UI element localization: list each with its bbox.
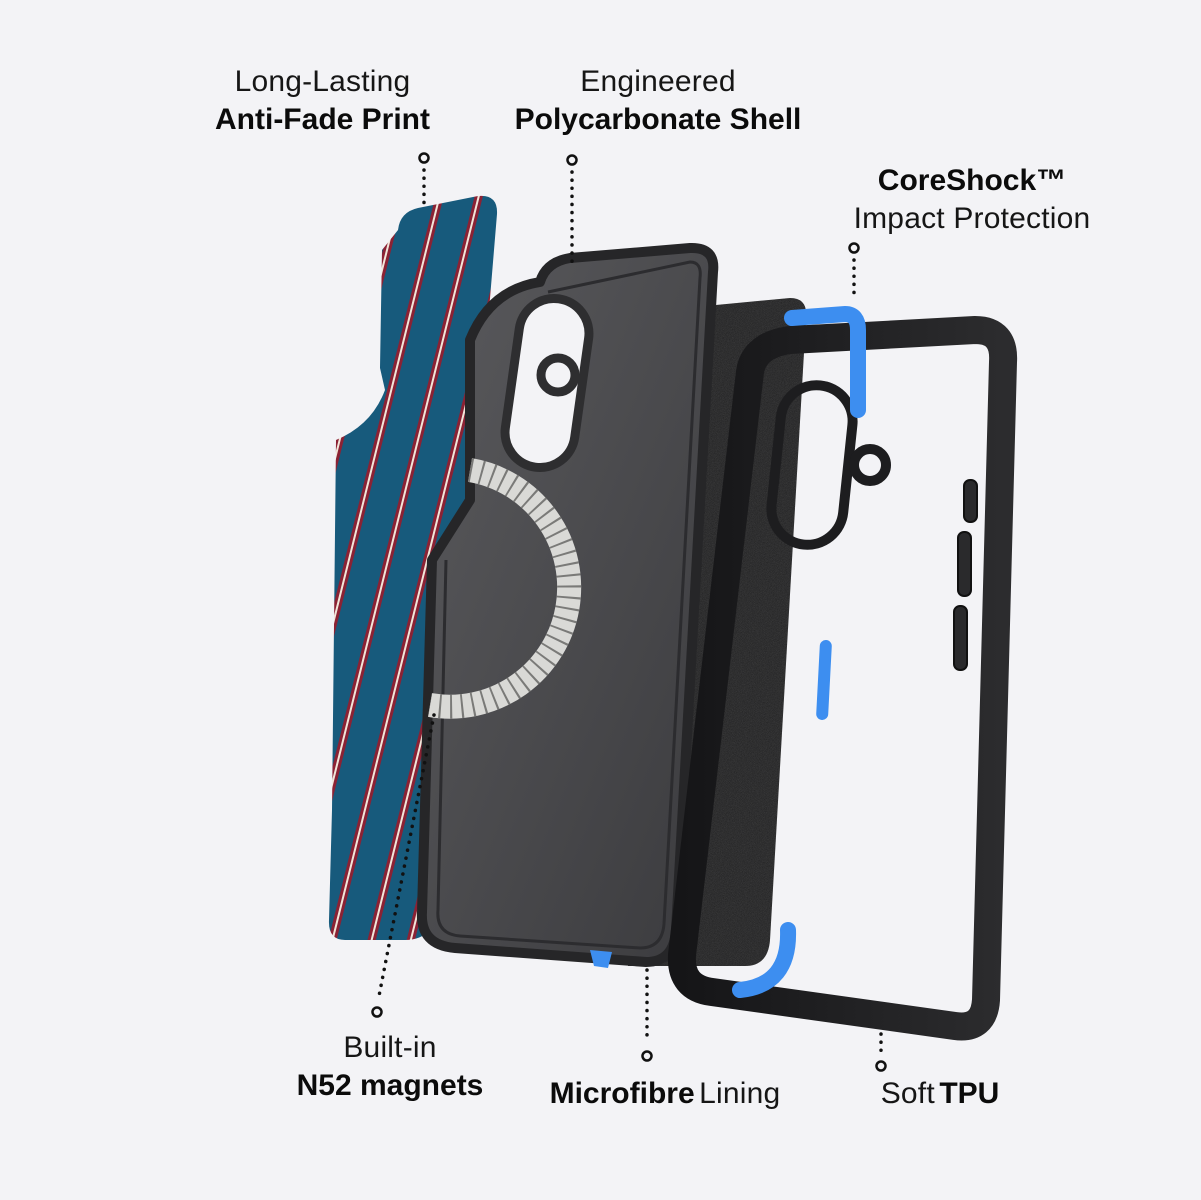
- callout-light-part: Soft: [880, 1077, 935, 1110]
- callout-anti-fade-print: Long-Lasting Anti-Fade Print: [185, 63, 460, 138]
- callout-line2: N52 magnets: [296, 1068, 484, 1102]
- leader-anti-fade: [418, 152, 430, 210]
- callout-line1: CoreShock™: [877, 164, 1067, 197]
- tpu-frame-layer: [667, 305, 1018, 1041]
- polycarbonate-shell-layer: [416, 242, 719, 968]
- print-plate: [328, 195, 498, 940]
- callout-microfibre-lining: Microfibre Lining: [520, 1075, 810, 1113]
- callout-polycarbonate-shell: Engineered Polycarbonate Shell: [488, 63, 828, 138]
- callout-line2: Impact Protection: [853, 201, 1091, 235]
- callout-soft-tpu: Soft TPU: [860, 1075, 1020, 1113]
- leader-polycarbonate: [566, 154, 578, 268]
- callout-light-part: Lining: [699, 1077, 781, 1110]
- leader-microfibre: [641, 968, 653, 1062]
- callout-line1: Engineered: [580, 65, 736, 98]
- callout-bold-part: Microfibre: [549, 1077, 695, 1110]
- leader-tpu: [875, 1032, 887, 1072]
- callout-line1: Built-in: [343, 1031, 437, 1064]
- callout-line2: Anti-Fade Print: [215, 102, 430, 136]
- callout-coreshock: CoreShock™ Impact Protection: [826, 162, 1118, 237]
- callout-n52-magnets: Built-in N52 magnets: [270, 1029, 510, 1104]
- leader-lines: [371, 152, 887, 1072]
- callout-line1: Long-Lasting: [234, 65, 411, 98]
- callout-bold-part: TPU: [939, 1077, 1000, 1110]
- callout-line2: Polycarbonate Shell: [514, 102, 802, 136]
- leader-n52: [371, 713, 436, 1018]
- leader-coreshock: [848, 242, 860, 302]
